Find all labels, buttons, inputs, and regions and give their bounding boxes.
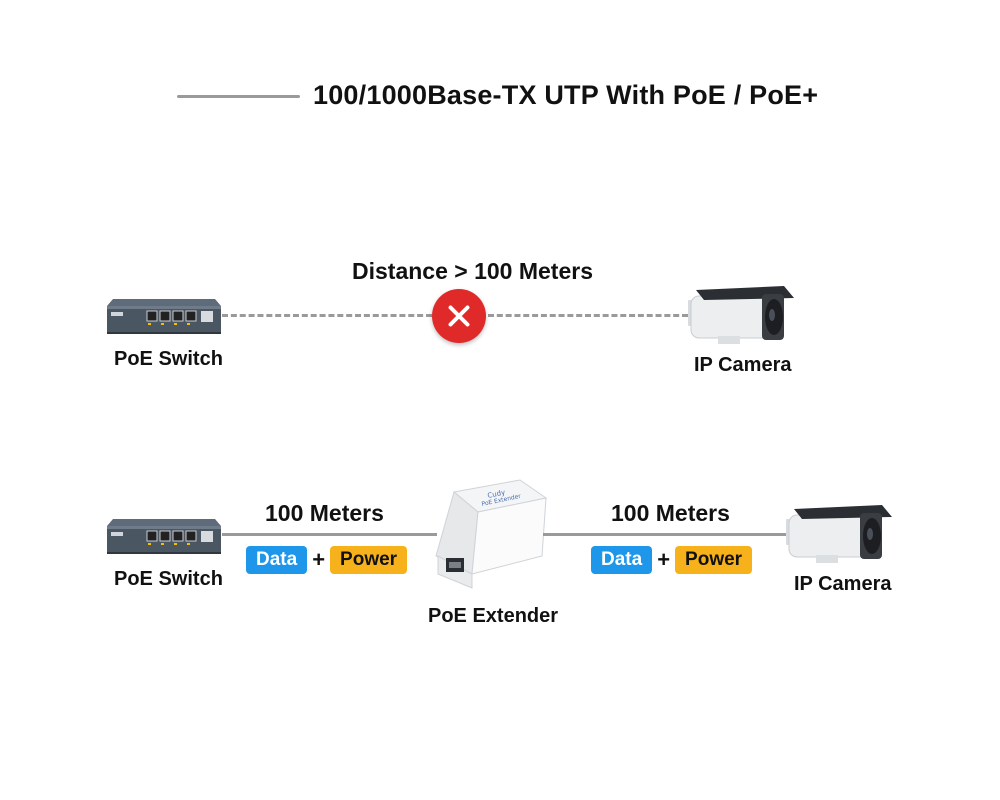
plus-sign: + bbox=[312, 547, 326, 572]
camera-icon bbox=[688, 286, 794, 344]
power-tag: Power bbox=[675, 546, 753, 574]
switch-icon bbox=[107, 519, 221, 554]
cable-segment-right bbox=[543, 533, 791, 536]
plus-sign: + bbox=[657, 547, 671, 572]
extender-icon: Cudy PoE Extender bbox=[435, 479, 548, 589]
cable-segment-left bbox=[222, 533, 437, 536]
ip-camera-bottom bbox=[786, 503, 894, 567]
switch-label-bottom: PoE Switch bbox=[114, 568, 223, 590]
poe-switch-top bbox=[107, 296, 221, 336]
extender-label: PoE Extender bbox=[428, 605, 559, 627]
camera-icon bbox=[786, 505, 892, 563]
diagram-title: 100/1000Base-TX UTP With PoE / PoE+ bbox=[313, 80, 819, 110]
camera-label-bottom: IP Camera bbox=[794, 573, 892, 595]
segment-length-left: 100 Meters bbox=[265, 500, 384, 526]
cable-right-dashed bbox=[488, 314, 688, 317]
x-circle-icon bbox=[432, 289, 486, 343]
payload-tags-left: Data + Power bbox=[246, 546, 408, 574]
distance-label: Distance > 100 Meters bbox=[352, 258, 593, 284]
title-rule bbox=[177, 95, 300, 98]
payload-tags-right: Data + Power bbox=[591, 546, 753, 574]
data-tag: Data bbox=[591, 546, 653, 574]
extender-brand: Cudy bbox=[487, 488, 506, 500]
power-tag: Power bbox=[330, 546, 408, 574]
switch-icon bbox=[107, 299, 221, 334]
poe-switch-bottom bbox=[107, 516, 221, 556]
cable-left-dashed bbox=[222, 314, 432, 317]
ip-camera-top bbox=[688, 284, 796, 348]
data-tag: Data bbox=[246, 546, 308, 574]
poe-extender: Cudy PoE Extender bbox=[432, 478, 550, 590]
segment-length-right: 100 Meters bbox=[611, 500, 730, 526]
camera-label-top: IP Camera bbox=[694, 354, 792, 376]
switch-label-top: PoE Switch bbox=[114, 348, 223, 370]
